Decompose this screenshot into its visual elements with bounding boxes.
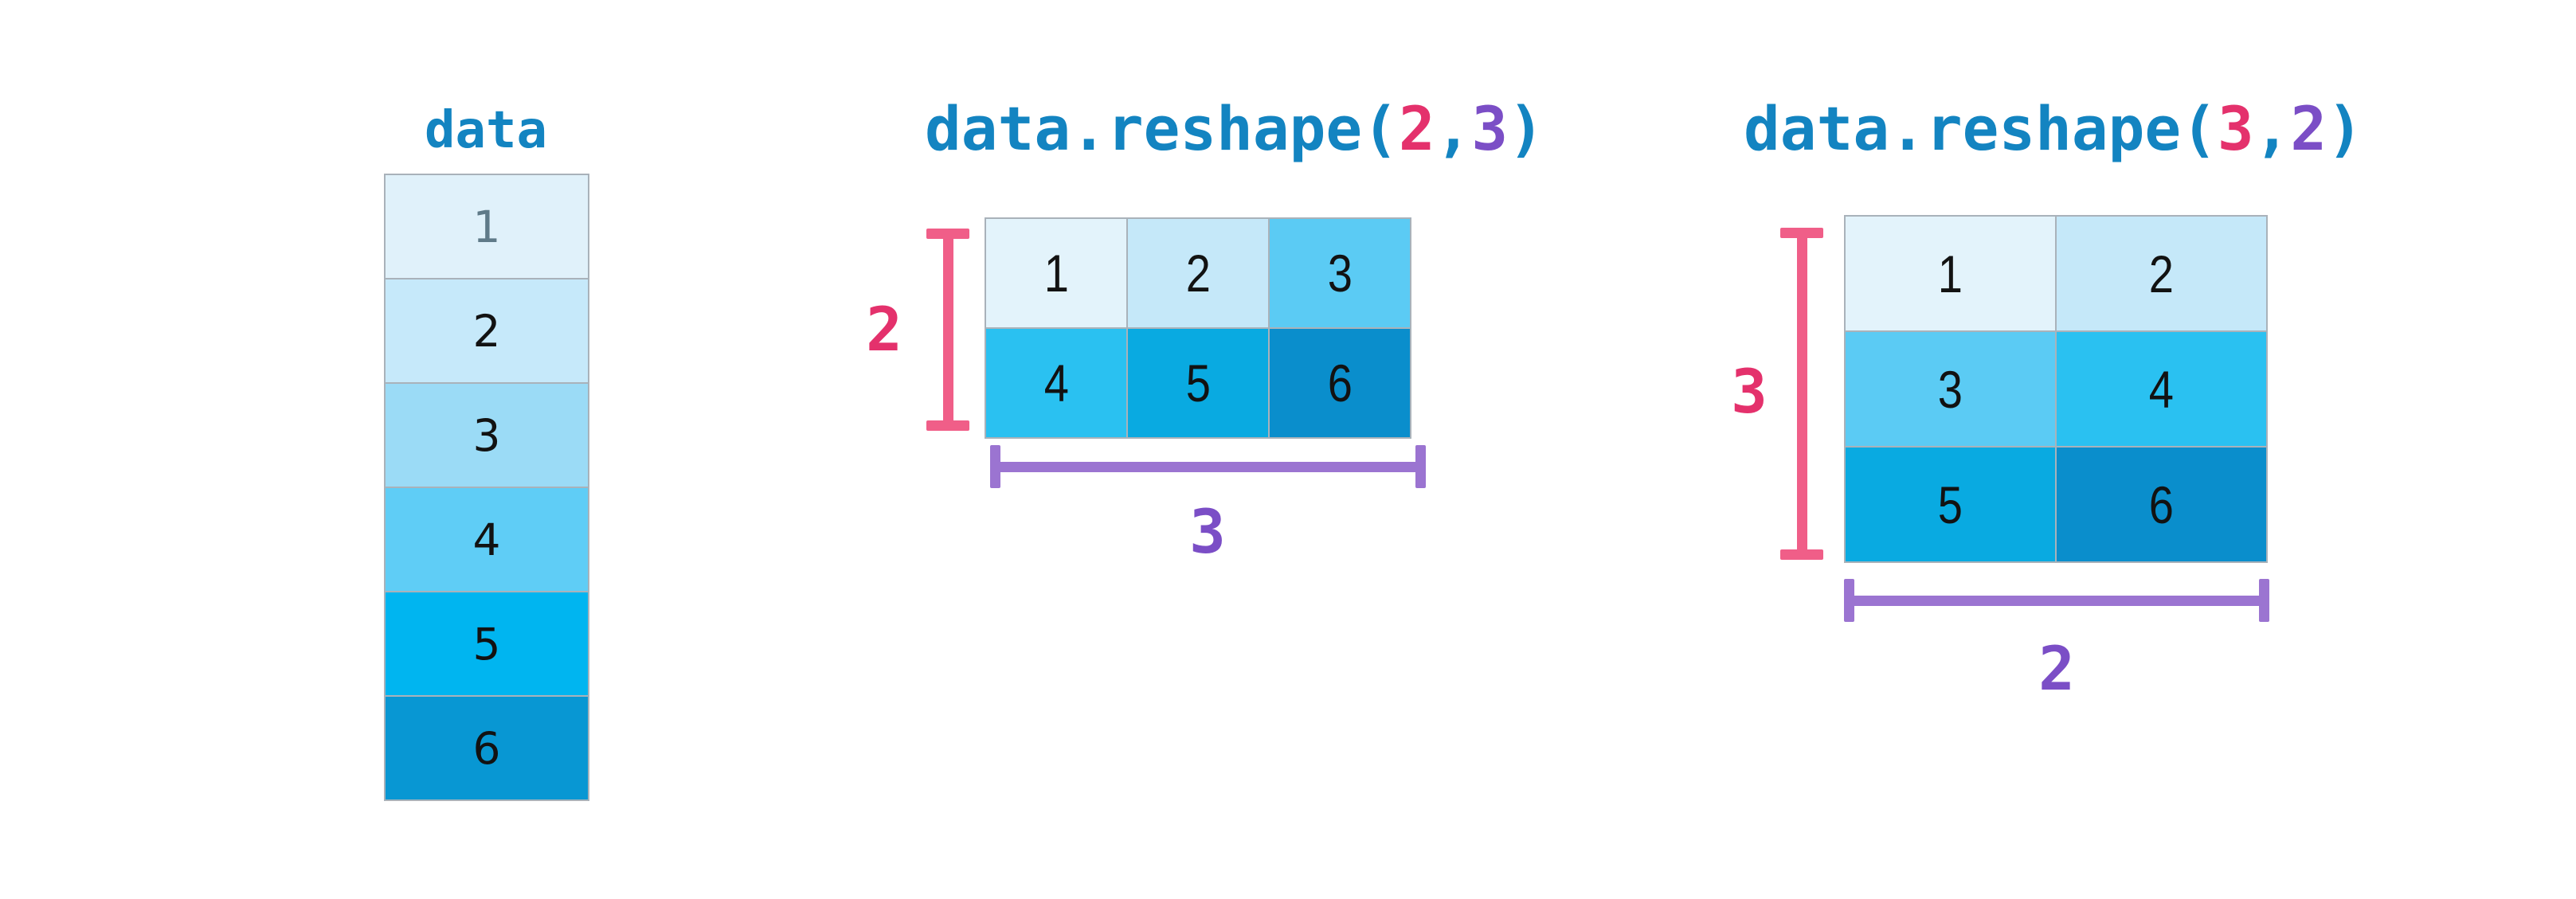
grid-cell-value: 3 (1327, 244, 1353, 303)
bracket-line (942, 239, 953, 420)
bracket-cap (926, 420, 969, 431)
cols-extent-bracket (1844, 579, 2269, 622)
bracket-cap (1415, 445, 1426, 488)
bracket-line (1796, 238, 1807, 549)
grid-cell-value: 2 (1185, 244, 1211, 303)
grid-cell: 4 (986, 329, 1128, 439)
data-array-column: 1 2 3 4 5 6 (384, 174, 589, 801)
grid-cell-value: 4 (1043, 354, 1069, 412)
bracket-line (1000, 461, 1415, 472)
grid-cell: 1 (986, 219, 1128, 329)
reshape-3-2-title: data.reshape(3,2) (1744, 99, 2363, 159)
data-array-cell: 5 (386, 592, 589, 697)
reshape-2-3-title-rows-arg: 2 (1398, 93, 1435, 164)
reshape-3-2-title-close-paren: ) (2327, 93, 2363, 164)
grid-cell-value: 4 (2148, 359, 2175, 419)
grid-cell: 4 (2057, 332, 2268, 448)
grid-cell: 2 (1128, 219, 1270, 329)
grid-cell-value: 1 (1043, 244, 1069, 303)
data-array-title: data (424, 101, 548, 160)
reshape-2-3-title-comma: , (1435, 93, 1472, 164)
grid-cell-value: 5 (1937, 475, 1963, 534)
bracket-cap (990, 445, 1000, 488)
reshape-3-2-title-comma: , (2253, 93, 2291, 164)
reshape-2-3-title-cols-arg: 3 (1471, 93, 1509, 164)
grid-cell: 1 (1846, 217, 2057, 332)
rows-extent-bracket (1780, 228, 1823, 560)
reshape-2-3-title: data.reshape(2,3) (925, 99, 1544, 159)
grid-cell: 5 (1846, 448, 2057, 563)
data-array-cell: 1 (386, 175, 589, 279)
data-array-cell: 4 (386, 488, 589, 592)
bracket-cap (926, 229, 969, 239)
data-array-cell: 2 (386, 279, 589, 384)
reshape-2-3-title-code: data.reshape( (925, 93, 1399, 164)
reshape-3-2-grid: 1 2 3 4 5 6 (1844, 215, 2268, 563)
data-array-cell: 6 (386, 697, 589, 801)
grid-cell-value: 3 (1937, 359, 1963, 419)
grid-cell: 3 (1846, 332, 2057, 448)
rows-extent-bracket (926, 229, 969, 431)
bracket-cap (1844, 579, 1854, 622)
grid-cell: 6 (2057, 448, 2268, 563)
cols-extent-bracket (990, 445, 1426, 488)
rows-count-label: 2 (866, 294, 902, 365)
bracket-cap (1780, 549, 1823, 560)
grid-cell: 3 (1270, 219, 1411, 329)
reshape-3-2-title-cols-arg: 2 (2290, 93, 2327, 164)
grid-cell-value: 6 (2148, 475, 2175, 534)
reshape-3-2-title-code: data.reshape( (1744, 93, 2218, 164)
grid-cell-value: 1 (1937, 244, 1963, 303)
cols-count-label: 3 (1189, 496, 1226, 567)
bracket-cap (2259, 579, 2269, 622)
rows-count-label: 3 (1731, 356, 1768, 427)
grid-cell-value: 5 (1185, 354, 1211, 412)
reshape-2-3-title-close-paren: ) (1508, 93, 1544, 164)
data-array-cell: 3 (386, 384, 589, 488)
grid-cell: 2 (2057, 217, 2268, 332)
grid-cell-value: 6 (1327, 354, 1353, 412)
bracket-cap (1780, 228, 1823, 238)
reshape-3-2-title-rows-arg: 3 (2217, 93, 2254, 164)
bracket-line (1854, 595, 2259, 606)
grid-cell: 5 (1128, 329, 1270, 439)
cols-count-label: 2 (2038, 633, 2075, 704)
reshape-2-3-grid: 1 2 3 4 5 6 (985, 217, 1411, 439)
grid-cell-value: 2 (2148, 244, 2175, 303)
grid-cell: 6 (1270, 329, 1411, 439)
